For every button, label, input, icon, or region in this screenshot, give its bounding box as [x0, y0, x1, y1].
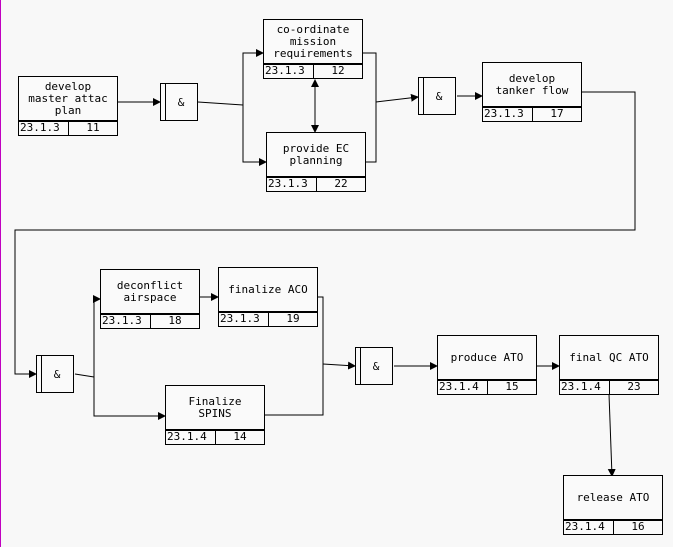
gate-bar	[165, 84, 166, 120]
and-symbol: &	[435, 89, 443, 103]
node-ref: 23.1.3	[483, 108, 533, 121]
and-gate-2[interactable]: &	[418, 77, 456, 115]
and-gate-4[interactable]: &	[355, 347, 393, 385]
node-number: 22	[334, 177, 348, 190]
and-symbol: &	[372, 359, 380, 373]
node-label: release ATO	[576, 491, 650, 504]
node-number: 12	[331, 64, 345, 77]
node-develop-master-attack-plan[interactable]: develop master attac plan 23.1.3 11	[18, 76, 118, 136]
node-number: 15	[505, 380, 519, 393]
node-deconflict-airspace[interactable]: deconflict airspace 23.1.3 18	[100, 269, 200, 329]
and-symbol: &	[177, 95, 185, 109]
gate-bar	[423, 78, 424, 114]
edge-gate1-fork	[197, 101, 244, 106]
edge-gate3-fork	[74, 373, 95, 378]
node-label: finalize ACO	[228, 283, 308, 296]
node-label: deconflict airspace	[116, 279, 184, 304]
node-ref: 23.1.3	[19, 122, 69, 135]
node-final-qc-ato[interactable]: final QC ATO 23.1.4 23	[559, 335, 659, 395]
edge-fork-to-22	[242, 105, 267, 166]
edge-17-to-gate3	[14, 91, 636, 378]
node-produce-ato[interactable]: produce ATO 23.1.4 15	[437, 335, 537, 395]
node-develop-tanker-flow[interactable]: develop tanker flow 23.1.3 17	[482, 62, 582, 122]
node-number: 23	[627, 380, 641, 393]
node-release-ato[interactable]: release ATO 23.1.4 16	[563, 475, 663, 535]
node-label: develop tanker flow	[495, 72, 569, 97]
edge-14-join	[265, 364, 324, 416]
node-number: 19	[286, 312, 300, 325]
node-number: 17	[550, 107, 564, 120]
node-provide-ec-planning[interactable]: provide EC planning 23.1.3 22	[266, 132, 366, 192]
node-number: 18	[168, 314, 182, 327]
node-ref: 23.1.4	[166, 431, 216, 444]
edge-fork-to-14	[93, 377, 166, 420]
and-symbol: &	[53, 367, 61, 381]
node-ref: 23.1.3	[264, 65, 314, 78]
node-number: 14	[233, 430, 247, 443]
node-label: final QC ATO	[569, 351, 649, 364]
node-finalize-spins[interactable]: Finalize SPINS 23.1.4 14	[165, 385, 265, 445]
node-ref: 23.1.3	[101, 315, 151, 328]
and-gate-1[interactable]: &	[160, 83, 198, 121]
edge-12-join	[363, 52, 377, 102]
edge-fork-to-12	[242, 49, 264, 105]
node-label: Finalize SPINS	[188, 395, 242, 420]
gate-bar	[41, 356, 42, 392]
page-left-edge	[0, 0, 1, 547]
edge-join-to-gate4	[322, 361, 356, 370]
and-gate-3[interactable]: &	[36, 355, 74, 393]
node-ref: 23.1.4	[438, 381, 488, 394]
edge-fork-to-18	[93, 295, 101, 377]
node-ref: 23.1.4	[560, 381, 610, 394]
edge-22-join	[366, 102, 377, 163]
node-label: provide EC planning	[282, 142, 350, 167]
node-number: 11	[86, 121, 100, 134]
edge-19-join	[318, 296, 324, 364]
node-ref: 23.1.4	[564, 521, 614, 534]
node-ref: 23.1.3	[219, 313, 269, 326]
node-ref: 23.1.3	[267, 178, 317, 191]
edge-join-to-gate2	[375, 93, 419, 103]
node-label: produce ATO	[450, 351, 524, 364]
gate-bar	[360, 348, 361, 384]
node-label: co-ordinate mission requirements	[273, 23, 353, 60]
node-finalize-aco[interactable]: finalize ACO 23.1.3 19	[218, 267, 318, 327]
node-label: develop master attac plan	[28, 80, 108, 117]
node-number: 16	[631, 520, 645, 533]
edge-23-to-16	[607, 393, 616, 477]
node-coordinate-mission-requirements[interactable]: co-ordinate mission requirements 23.1.3 1…	[263, 19, 363, 79]
